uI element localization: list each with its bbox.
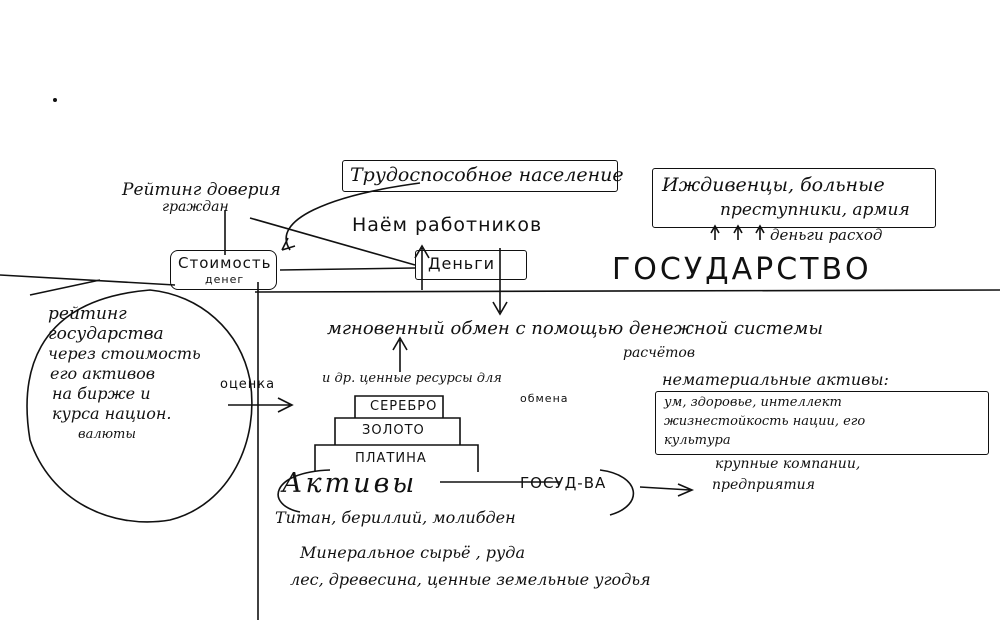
able-population-label: Трудоспособное население xyxy=(350,164,624,186)
settlements-label: расчётов xyxy=(623,345,695,361)
stray-dot xyxy=(52,98,57,103)
intangible-box xyxy=(655,391,989,455)
trust-citizens-label: граждан xyxy=(162,199,229,215)
intangible-line: жизнестойкость нации, его xyxy=(664,414,866,429)
money-cost-line2: денег xyxy=(205,273,245,286)
line-to-money-cost xyxy=(0,274,176,286)
dependents-box xyxy=(652,168,936,228)
minerals-label: Минеральное сырьё , руда xyxy=(300,543,525,562)
circle-line: его активов xyxy=(50,364,156,383)
metals-label: Титан, бериллий, молибден xyxy=(275,508,516,527)
circle-line: валюты xyxy=(78,427,136,442)
intangible-line: ум, здоровье, интеллект xyxy=(664,395,842,410)
state-title: ГОСУДАРСТВО xyxy=(612,252,872,287)
gold-label: ЗОЛОТО xyxy=(362,423,425,438)
money-cost-box xyxy=(170,250,277,290)
circle-line: через стоимость xyxy=(48,344,201,363)
circle-line: рейтинг xyxy=(48,304,127,324)
line-cost-to-money xyxy=(279,267,416,271)
arrow-evaluation xyxy=(228,397,294,413)
other-resources-label: и др. ценные ресурсы для xyxy=(322,371,502,386)
intangible-line: культура xyxy=(664,433,731,448)
exchange-label: мгновенный обмен с помощью денежной сист… xyxy=(327,318,823,339)
dependents-line2: преступники, армия xyxy=(720,200,910,220)
silver-tier xyxy=(354,395,444,418)
gold-tier xyxy=(334,417,461,445)
arrow-pyramid-up xyxy=(392,336,408,372)
arrow-to-companies xyxy=(639,483,695,497)
line-trust-to-money xyxy=(249,217,416,266)
money-cost-line1: Стоимость xyxy=(178,254,272,272)
companies-line1: крупные компании, xyxy=(715,456,861,472)
rating-circle xyxy=(26,289,253,523)
expense-label: деньги расход xyxy=(770,226,883,244)
expense-arrows xyxy=(710,224,765,240)
circle-line: на бирже и xyxy=(52,384,151,403)
platinum-label: ПЛАТИНА xyxy=(355,451,427,466)
land-label: лес, древесина, ценные земельные угодья xyxy=(290,570,651,589)
money-label: Деньги xyxy=(428,254,496,273)
trust-rating-label: Рейтинг доверия xyxy=(122,180,281,200)
money-box xyxy=(415,250,527,280)
intangible-title: нематериальные активы: xyxy=(662,370,889,389)
for-exchange-label: обмена xyxy=(520,392,569,405)
state-divider-line xyxy=(254,289,1000,293)
circle-line: курса национ. xyxy=(52,404,172,423)
arrow-money-up xyxy=(414,244,430,290)
able-population-box xyxy=(342,160,618,192)
platinum-tier xyxy=(314,444,479,472)
dependents-line1: Иждивенцы, больные xyxy=(662,174,885,196)
companies-line2: предприятия xyxy=(712,477,815,493)
arrow-money-down xyxy=(492,248,508,316)
line-left xyxy=(29,279,101,296)
evaluation-label: оценка xyxy=(220,377,276,392)
silver-label: СЕРЕБРО xyxy=(370,399,438,414)
assets-label: Активы xyxy=(282,468,418,499)
circle-line: государства xyxy=(48,324,164,344)
hiring-label: Наём работников xyxy=(352,214,543,236)
state-short-label: ГОСУД-ВА xyxy=(520,474,607,492)
assets-ellipse xyxy=(277,469,635,516)
